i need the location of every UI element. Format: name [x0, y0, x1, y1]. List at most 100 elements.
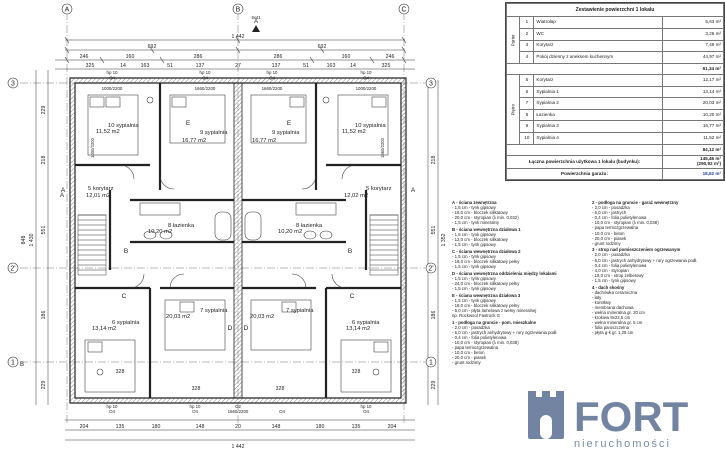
wall-code-e-2: E	[287, 120, 292, 127]
room-9-right-label: 9 sypialnia	[272, 130, 300, 136]
room-7-left-label: 7 sypialnia	[200, 308, 228, 314]
win-bot-3-size: 1660/2200	[228, 409, 249, 414]
section-mark-top: A	[254, 19, 258, 25]
dim-top-r2-2: 160	[126, 54, 135, 60]
group-upper: Piętro	[506, 74, 520, 145]
wall-code-b-2: B	[348, 248, 352, 255]
dim-top-total: 1 442	[232, 34, 245, 40]
spec-line: - 4,0 cm - styropian	[592, 267, 629, 273]
table-row: 8 Łazienka 10,20 m²	[507, 108, 724, 122]
spec-line: - łaty	[592, 294, 602, 300]
win-bot-2-hp: hp 10	[190, 404, 202, 409]
win-top-4-code: O4	[363, 76, 369, 81]
room-7-right-area: 20,03 m2	[250, 314, 274, 320]
spec-line: - krokiew 8x22,5 cm	[592, 315, 631, 321]
dim-right-seg-3: 186	[431, 311, 437, 320]
win-top-1-hp: hp 10	[107, 70, 119, 75]
dim-top-r2-3: 286	[194, 54, 203, 60]
spec-line: - 1,5 cm - tynk gipsowy	[452, 242, 496, 248]
room-8-right-area: 10,20 m2	[278, 229, 302, 235]
spec-line: - wełna mineralna gr. 20 cm	[592, 309, 645, 315]
dim-bot-8: 135	[352, 424, 361, 430]
dim-bot-6: 148	[272, 424, 281, 430]
spec-line: - kontrłaty	[592, 299, 611, 305]
door-size-left: 1000/2200	[90, 137, 95, 157]
win-bot-5-code: O4	[363, 409, 369, 414]
dim-top-r3-2: 14	[120, 63, 126, 69]
spec-line: np. Rockwool Fastrock G	[452, 312, 500, 318]
dim-right-seg-2: 551	[431, 226, 437, 235]
win-top-4-size: 1000/2200	[356, 86, 377, 91]
dim-right-total: 1 352	[441, 233, 447, 246]
spec-heading: C - ściana wewnętrzna działowa 2	[452, 248, 521, 254]
spec-line: - 1,5 cm - tynk mineralny	[452, 220, 500, 226]
group-ground: Parter	[506, 16, 520, 64]
dim-top-r3-3: 163	[141, 63, 150, 69]
spec-heading: 2 - podłoga na gruncie - garaż wewnętrzn…	[592, 200, 679, 205]
win-top-4-hp: hp 10	[361, 70, 373, 75]
total-value: 145,46 m²(290,92 m²)	[662, 155, 724, 169]
table-row: Piętro 5 Korytarz 12,17 m²	[506, 74, 724, 145]
spec-line: - 6,0 cm - jastrych anhydrytowy + rury o…	[592, 257, 698, 263]
table-row: Parter 1 Wiatrołap 5,63 m²	[506, 16, 724, 64]
table-row: 6 Sypialnia 1 13,14 m²	[507, 85, 724, 99]
room-10-right-area: 11,52 m2	[342, 129, 366, 135]
room-6-right-label: 6 sypialnia	[352, 320, 380, 326]
table-row: 4 Pokój dzienny z aneksem kuchennym 44,9…	[507, 51, 724, 64]
spec-line: - 5,0 cm - płyta lamelowa z wełny minera…	[452, 307, 537, 313]
dim-left-total: 1 430	[29, 233, 35, 246]
dim-left-overall: 848	[21, 236, 27, 245]
win-top-3-code: O4	[269, 76, 275, 81]
dim-inner-4: 328	[352, 369, 361, 375]
spec-line: - 0,4 cm - folia polietylenowa	[452, 334, 507, 340]
axis-left-1: 1	[11, 360, 15, 367]
label-8x41: 8x41	[251, 15, 261, 20]
spec-line: - 1,5 cm - tynk gipsowy	[452, 232, 496, 238]
room-10-right-label: 10 sypialnia	[355, 123, 386, 129]
room-5-right-area: 12,02 m2	[344, 193, 368, 199]
dim-top-r2-4: 286	[274, 54, 283, 60]
table-row: 3 Korytarz 7,46 m²	[507, 39, 724, 53]
room-5-left-label: 5 korytarz	[88, 186, 114, 192]
dim-inner-1: 328	[116, 369, 125, 375]
dim-top-r3-7: 137	[272, 63, 281, 69]
spec-line: - 0,4 cm - folia polietylenowa	[592, 215, 647, 221]
dim-top-r3-8: 51	[303, 63, 309, 69]
section-mark-b: B	[20, 362, 24, 368]
dim-left-seg-1: 229	[41, 106, 47, 115]
spec-column-walls: A - ściana zewnętrzna- 1,5 cm - tynk gip…	[452, 200, 584, 365]
garage-value: 18,62 m²	[662, 167, 724, 181]
win-bot-4-code: O4	[279, 409, 285, 414]
room-10-left-label: 10 sypialnia	[108, 123, 139, 129]
win-top-3-size: 1660/2200	[262, 86, 283, 91]
spec-line: - papa termozgrzewalna	[452, 345, 499, 351]
win-top-1-size: 1000/2200	[102, 86, 123, 91]
wall-code-b-1: B	[124, 248, 128, 255]
dim-top-half-2: 692	[318, 44, 327, 50]
dim-top-r3-1: 325	[86, 63, 95, 69]
spec-line: - 0,4 cm - folia polietylenowa	[592, 262, 647, 268]
spec-line: - membrana dachowa	[592, 304, 634, 310]
spec-heading: D - ściana wewnętrzna oddzielenia między…	[452, 270, 557, 276]
dim-bot-3: 180	[152, 424, 161, 430]
spec-line: - 1,5 cm - tynk gipsowy	[452, 253, 496, 259]
spec-heading: 4 - dach skośny	[592, 284, 625, 290]
spec-line: - 1,5 cm - tynk gipsowy	[592, 277, 636, 283]
dim-top-r3-5: 137	[196, 63, 205, 69]
spec-line: - 12,0 cm - bloczek silikatowy	[452, 237, 508, 243]
dim-left-seg-4: 186	[41, 311, 47, 320]
spec-line: - dachówka ceramiczna	[592, 289, 638, 295]
table-row: 7 Sypialnia 2 20,03 m²	[507, 97, 724, 110]
wall-code-d-1: D	[228, 325, 233, 332]
dim-bot-5: 20	[235, 424, 241, 430]
spec-line: - folia paroszczelna	[592, 325, 630, 331]
spec-line: - 20,0 cm - styropian (λ min. 0,032)	[452, 215, 519, 221]
spec-line: - 18,0 cm - bloczek silikatowy pełny	[452, 302, 520, 308]
dim-right-seg-4: 229	[431, 381, 437, 390]
dim-top-r3-4: 51	[167, 63, 173, 69]
logo-word: FORT	[574, 393, 689, 440]
dim-top-r2-5: 160	[342, 54, 351, 60]
win-bot-5-hp: hp 10	[361, 404, 373, 409]
win-bot-1-code: O4	[109, 409, 115, 414]
wall-code-e-1: E	[186, 120, 191, 127]
